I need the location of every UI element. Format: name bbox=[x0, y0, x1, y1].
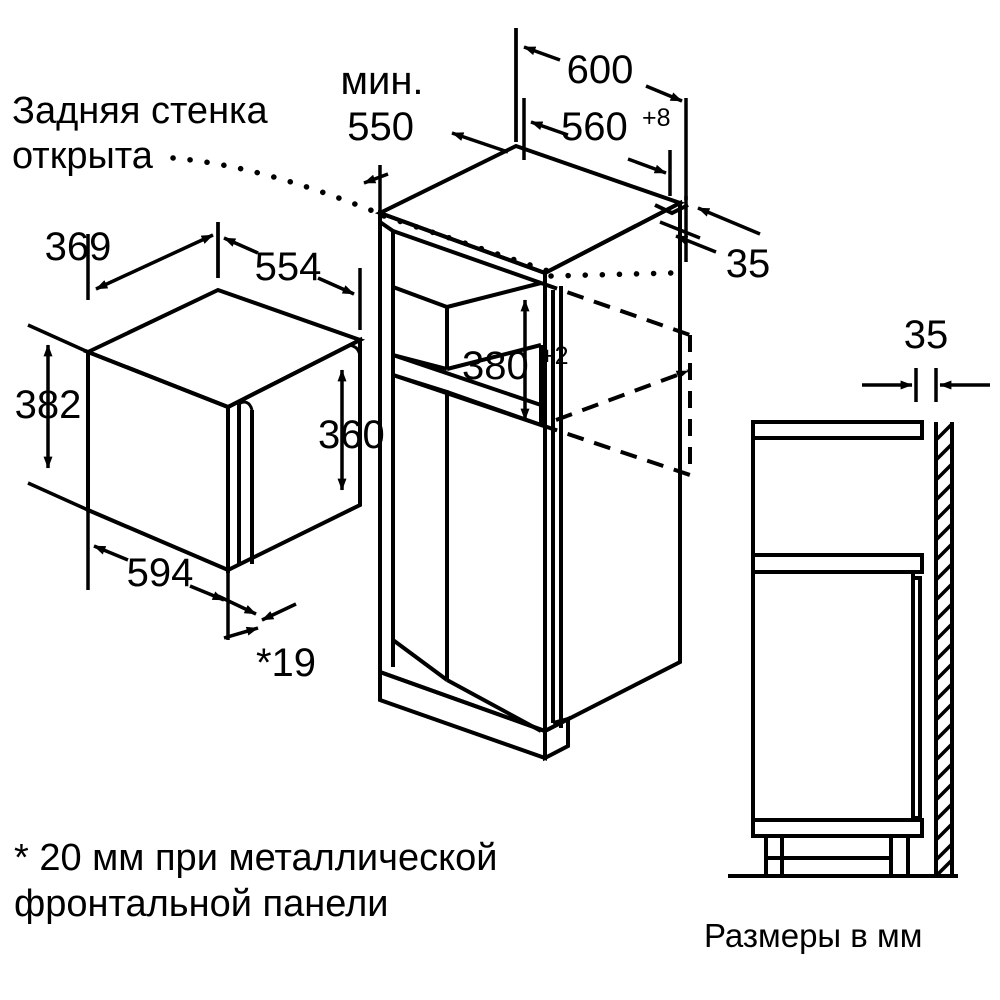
dim-382-label: 382 bbox=[15, 383, 82, 427]
dim-554-label: 554 bbox=[255, 245, 322, 289]
dim-382-ext-top bbox=[27, 323, 89, 354]
cabinet-top-face bbox=[374, 143, 686, 276]
cabinet-bottom-diag bbox=[391, 638, 449, 682]
dim-35-rear: 35 bbox=[659, 196, 771, 286]
dim-600-arrow-left bbox=[523, 45, 561, 62]
back-wall-leader-dots bbox=[170, 155, 381, 216]
cabinet-plinth-left bbox=[378, 669, 547, 761]
dim-600: 600 bbox=[514, 28, 688, 200]
dim-380-dash-bottom bbox=[540, 423, 691, 477]
dim-369: 369 bbox=[45, 222, 220, 300]
dim-35-rear-arrow-bottom bbox=[675, 234, 717, 254]
appliance-rear-face bbox=[86, 349, 230, 574]
back-wall-note-line2: открыта bbox=[12, 135, 154, 177]
dim-560-tolerance: +8 bbox=[642, 104, 671, 132]
cabinet-lower-inner-back bbox=[446, 390, 542, 427]
side-view-cabinet bbox=[728, 420, 958, 878]
appliance-front-face bbox=[226, 336, 362, 574]
cabinet-plinth-notch bbox=[552, 717, 569, 725]
dim-35-rear-line bbox=[659, 220, 701, 240]
cabinet-right-face bbox=[543, 199, 682, 735]
dim-600-label: 600 bbox=[567, 48, 634, 92]
dim-35-rear-arrow-top bbox=[697, 206, 761, 236]
units-caption-label: Размеры в мм bbox=[704, 917, 922, 954]
dim-380-dash-diag bbox=[555, 369, 689, 422]
dim-554-line-left bbox=[223, 236, 259, 255]
dim-594-line-left bbox=[93, 544, 129, 562]
appliance-isometric-box bbox=[82, 287, 366, 574]
dim-554-line-right bbox=[317, 276, 355, 296]
dim-35-rear-label: 35 bbox=[726, 242, 771, 286]
dim-560-arrow-left bbox=[530, 120, 569, 137]
dim-380-tolerance: +2 bbox=[540, 342, 569, 370]
dim-380-label: 380 bbox=[462, 344, 529, 388]
side-view-wall-hatching bbox=[934, 422, 954, 878]
dim-382-ext-bottom bbox=[27, 481, 89, 512]
appliance-top-face bbox=[82, 287, 366, 410]
dim-560-arrow-right bbox=[627, 157, 667, 175]
dim-550-label-min: мин. bbox=[340, 59, 423, 103]
dim-35-wall-gap: 35 bbox=[862, 313, 990, 402]
footnote-line2: фронтальной панели bbox=[14, 883, 388, 925]
cabinet-lower-inner-left bbox=[392, 373, 449, 680]
dim-600-arrow-right bbox=[645, 84, 683, 103]
side-view-bottom-slab bbox=[751, 818, 924, 838]
back-wall-open-note: Задняя стенка открыта bbox=[12, 90, 381, 216]
dim-550-label-value: 550 bbox=[347, 105, 414, 149]
dim-min-550: мин. 550 bbox=[340, 28, 518, 216]
cabinet-open-back-dots-right bbox=[548, 270, 675, 279]
dim-550-arrow-right bbox=[451, 131, 509, 154]
dim-380-dash-top bbox=[540, 281, 691, 337]
side-view-shelf bbox=[751, 553, 924, 574]
footnote-line1: * 20 мм при металлической bbox=[14, 837, 498, 879]
cabinet-niche-top-edge bbox=[392, 229, 542, 285]
dim-560: 560 +8 bbox=[522, 98, 672, 196]
appliance-front-panel-edge-top bbox=[238, 400, 254, 411]
dim-19: *19 bbox=[217, 594, 316, 685]
cabinet-frame-left-top-tick bbox=[378, 220, 395, 233]
dim-19-line-right bbox=[261, 602, 297, 622]
dim-35-gap-label: 35 bbox=[904, 313, 949, 357]
dim-554: 554 bbox=[216, 222, 362, 330]
dim-360-label: 360 bbox=[318, 413, 385, 457]
units-caption: Размеры в мм bbox=[704, 917, 922, 954]
dim-560-label: 560 bbox=[561, 105, 628, 149]
dim-19-line-left bbox=[217, 594, 257, 616]
back-wall-note-line1: Задняя стенка bbox=[12, 90, 269, 132]
dim-19-line-bottom bbox=[223, 626, 259, 640]
dim-369-label: 369 bbox=[45, 225, 112, 269]
appliance-corner-detail bbox=[348, 343, 362, 359]
dim-382: 382 bbox=[15, 323, 89, 512]
dim-550-arrow-left bbox=[363, 172, 389, 185]
side-view-top-panel bbox=[751, 420, 924, 440]
cabinet-isometric bbox=[374, 143, 689, 762]
side-view-lower-compartment bbox=[751, 570, 915, 822]
footnote: * 20 мм при металлической фронтальной па… bbox=[14, 837, 498, 925]
dim-19-label: *19 bbox=[256, 641, 316, 685]
dim-360: 360 bbox=[318, 369, 385, 491]
cabinet-niche-upper-back bbox=[446, 281, 542, 309]
cabinet-plinth-right bbox=[543, 715, 570, 762]
dim-369-line bbox=[95, 233, 214, 291]
cabinet-rear-notch bbox=[654, 203, 689, 216]
dim-380: 380 +2 bbox=[462, 281, 692, 477]
dim-594-label: 594 bbox=[127, 551, 194, 595]
